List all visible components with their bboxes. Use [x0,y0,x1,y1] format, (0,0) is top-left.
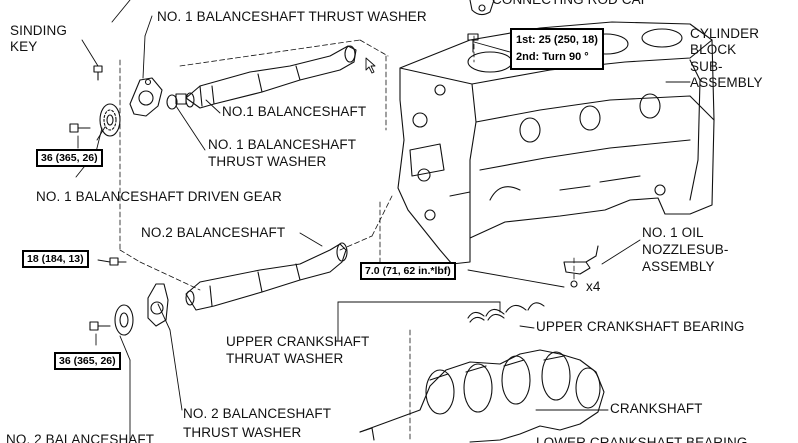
label-balanceshaft-1: NO.1 BALANCESHAFT [222,104,367,119]
label-cylinder-block-1: CYLINDER [690,26,760,41]
label-sinding-key-2: KEY [10,39,38,54]
label-thrust-washer-2b: THRUST WASHER [183,425,302,440]
head-bolt-art [467,33,479,53]
alignment-lines [119,35,575,441]
label-thrust-washer-top: NO. 1 BALANCESHAFT THRUST WASHER [157,9,427,24]
label-connecting-rod-cap: CONNECTING ROD CAP [492,0,650,8]
label-thrust-washer-1b: THRUST WASHER [208,154,327,169]
oil-nozzle-art [563,245,599,288]
bolt-spec-line-1: 1st: 25 (250, 18) [516,34,598,46]
label-oil-nozzle-2: NOZZLESUB- [642,242,729,257]
torque-box-1: 36 (365, 26) [36,149,103,167]
label-upper-thrust-1: UPPER CRANKSHAFT [226,334,370,349]
label-sinding-key: SINDING [10,23,67,38]
upper-bearings-art [467,302,545,323]
driven-gear-1-art [99,103,121,137]
label-balanceshaft-2: NO.2 BALANCESHAFT [141,225,286,240]
crankshaft-art [359,349,605,443]
balanceshaft-1-washer-art [129,77,163,117]
label-driven-gear-1: NO. 1 BALANCESHAFT DRIVEN GEAR [36,189,282,204]
torque-box-3: 36 (365, 26) [54,352,121,370]
spacer-art [166,94,178,110]
bolt-spec-box: 1st: 25 (250, 18) 2nd: Turn 90 ° [510,28,604,70]
bolts-bottom-left-art [89,257,127,331]
label-balance-gear-cut: NO. 2 BALANCESHAFT [6,432,155,443]
label-upper-bearing: UPPER CRANKSHAFT BEARING [536,319,745,334]
balanceshaft-1-art [175,45,357,109]
balanceshaft-2-art [185,242,348,311]
torque-box-2: 18 (184, 13) [22,250,89,268]
label-x4: x4 [586,279,601,294]
label-crankshaft: CRANKSHAFT [610,401,703,416]
bolt-top-left-art [69,65,103,133]
cursor-icon [365,57,376,74]
label-thrust-washer-1a: NO. 1 BALANCESHAFT [208,137,357,152]
label-cylinder-block-4: ASSEMBLY [690,75,763,90]
driven-gear-2-art [114,304,134,336]
label-thrust-washer-2a: NO. 2 BALANCESHAFT [183,406,332,421]
torque-box-4: 7.0 (71, 62 in.*lbf) [360,262,456,280]
balanceshaft-2-washer-art [147,283,169,327]
leader-lines [75,0,691,441]
label-cylinder-block-2: BLOCK [690,42,737,57]
bolt-spec-line-2: 2nd: Turn 90 ° [516,51,589,63]
label-lower-bearing-cut: LOWER CRANKSHAFT BEARING [536,435,748,443]
label-oil-nozzle-3: ASSEMBLY [642,259,715,274]
connecting-rod-cap-art [469,0,495,16]
label-cylinder-block-3: SUB- [690,59,723,74]
label-upper-thrust-2: THRUAT WASHER [226,351,344,366]
label-oil-nozzle-1: NO. 1 OIL [642,225,704,240]
